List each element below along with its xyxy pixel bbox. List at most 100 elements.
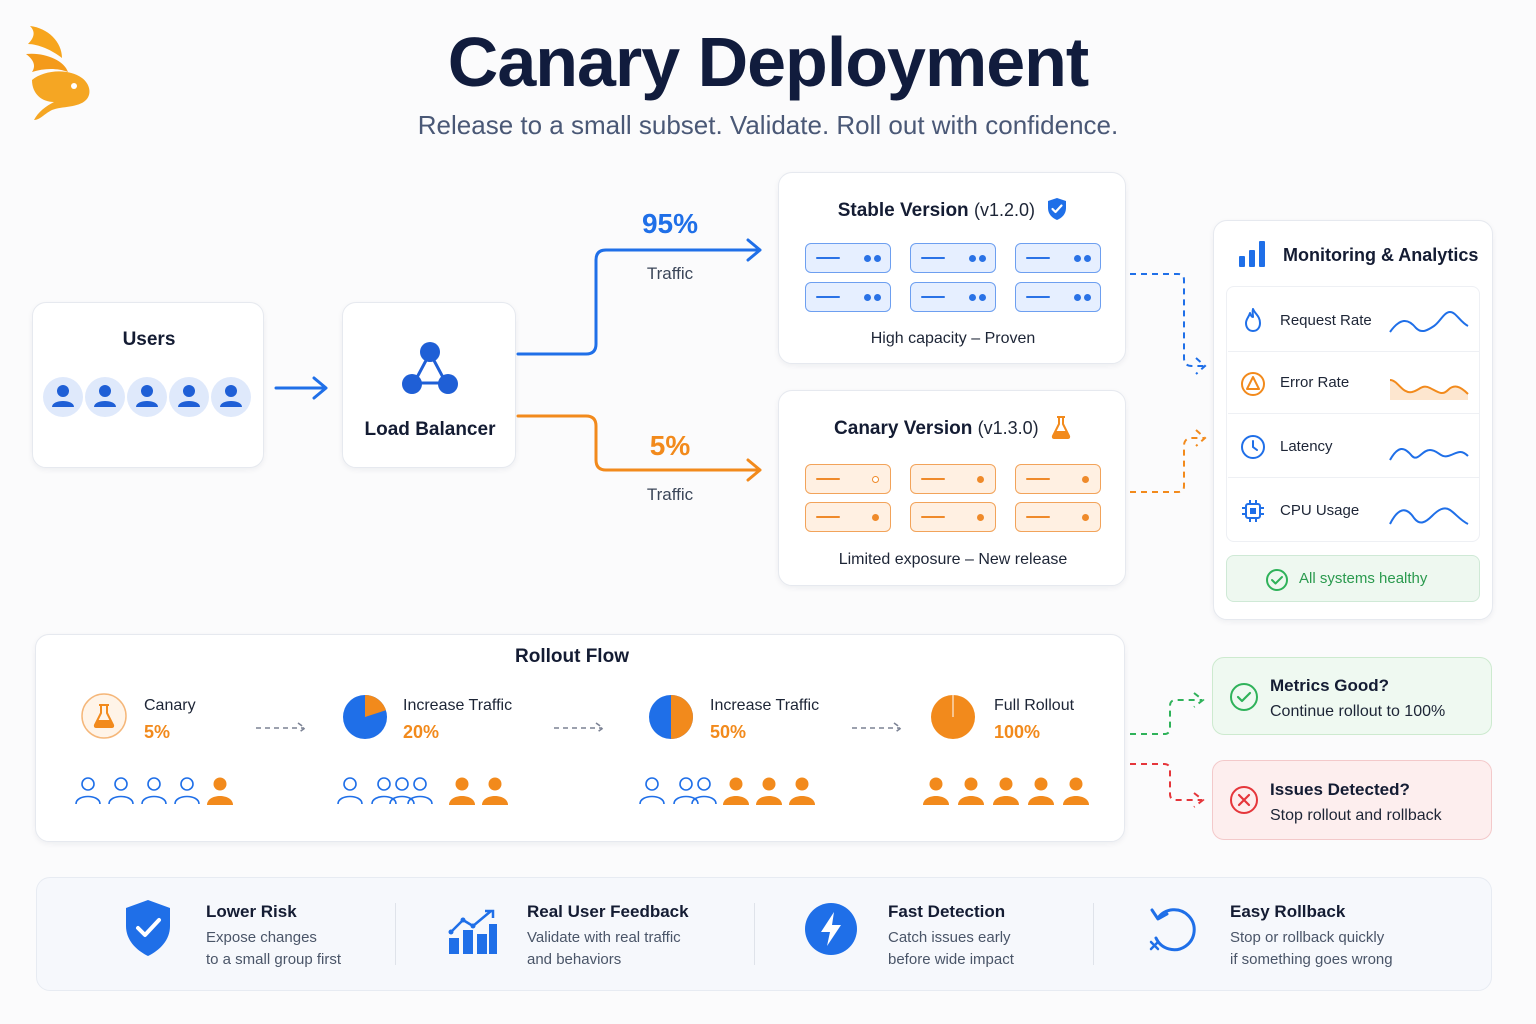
metric-name: Error Rate — [1280, 374, 1350, 391]
stage-users-100 — [923, 777, 1089, 805]
flask-icon — [1051, 416, 1071, 439]
benefits-bar — [36, 877, 1492, 991]
issues-detected-desc: Stop rollout and rollback — [1270, 807, 1442, 824]
bar-chart-icon — [1239, 241, 1265, 267]
dashed-arrow-icon — [852, 722, 903, 734]
stable-server-1 — [805, 243, 891, 273]
shield-check-icon — [126, 900, 170, 956]
canary-version-card: Canary Version (v1.3.0) Limited exposure… — [778, 390, 1126, 586]
metrics-good-card: Metrics Good? Continue rollout to 100% — [1212, 657, 1492, 735]
health-status-text: All systems healthy — [1299, 570, 1428, 587]
benefit-desc: Stop or rollback quickly if something go… — [1230, 927, 1393, 971]
stage-percent: 5% — [144, 722, 171, 742]
load-balancer-card: Load Balancer — [342, 302, 516, 468]
arrow-right-icon — [274, 376, 328, 400]
benefit-desc-line: Expose changes — [206, 929, 317, 946]
stable-version-heading: Stable Version (v1.2.0) — [779, 197, 1127, 222]
benefit-desc: Expose changes to a small group first — [206, 927, 341, 971]
stage-name: Canary — [144, 697, 196, 714]
sparkline-latency — [1389, 448, 1469, 461]
canary-server-2 — [910, 464, 996, 494]
warning-icon — [1241, 372, 1265, 396]
rollout-flow-title: Rollout Flow — [515, 646, 629, 667]
metric-latency: Latency — [1228, 416, 1480, 478]
load-balancer-icon — [402, 342, 458, 394]
dashed-arrow-icon — [256, 722, 307, 734]
canary-server-1 — [805, 464, 891, 494]
stage-pie-chart-icon — [649, 695, 693, 739]
benefit-desc-line: Catch issues early — [888, 929, 1011, 946]
divider — [1093, 903, 1094, 965]
stage-percent: 100% — [994, 722, 1041, 742]
stage-percent: 20% — [403, 722, 440, 742]
metric-request-rate: Request Rate — [1228, 290, 1480, 352]
benefit-title: Easy Rollback — [1230, 902, 1346, 921]
stable-server-2 — [910, 243, 996, 273]
load-balancer-label: Load Balancer — [364, 419, 496, 440]
stable-traffic-label: Traffic — [646, 264, 694, 283]
canary-version-number: (v1.3.0) — [977, 418, 1039, 438]
rabbit-logo-icon — [26, 26, 90, 120]
rollback-icon — [1149, 908, 1196, 952]
metric-name: Request Rate — [1280, 312, 1372, 329]
stable-version-title: Stable Version — [837, 200, 969, 221]
decision-connectors — [1130, 692, 1205, 808]
sparkline-error-rate — [1389, 379, 1469, 400]
stage-name: Increase Traffic — [403, 697, 513, 714]
stage-pie-chart-icon — [931, 695, 975, 739]
stage-name: Full Rollout — [994, 697, 1075, 714]
benefit-desc: Catch issues early before wide impact — [888, 927, 1014, 971]
growth-chart-icon — [448, 909, 497, 954]
canary-server-5 — [910, 502, 996, 532]
users-label: Users — [122, 329, 176, 350]
benefit-title: Lower Risk — [206, 902, 297, 921]
monitoring-list — [1226, 286, 1480, 542]
metric-error-rate: Error Rate — [1228, 352, 1480, 414]
flame-icon — [1245, 308, 1261, 332]
benefit-desc-line: if something goes wrong — [1230, 951, 1393, 968]
users-group-icon — [43, 377, 251, 417]
stable-traffic-percent: 95% — [641, 208, 699, 239]
metric-cpu-usage: CPU Usage — [1228, 480, 1480, 542]
clock-icon — [1241, 435, 1265, 459]
stable-caption: High capacity – Proven — [870, 330, 1036, 347]
stage-name: Increase Traffic — [710, 697, 820, 714]
metrics-good-title: Metrics Good? — [1270, 676, 1390, 695]
canary-server-4 — [805, 502, 891, 532]
stage-pie-chart-icon — [343, 695, 387, 739]
issues-detected-title: Issues Detected? — [1270, 780, 1410, 799]
monitoring-title: Monitoring & Analytics — [1283, 245, 1479, 265]
monitoring-connectors — [1130, 273, 1207, 493]
stable-server-4 — [805, 282, 891, 312]
stage-users-50 — [639, 777, 815, 805]
stage-canary-flask-icon — [81, 693, 127, 739]
sparkline-cpu-usage — [1389, 507, 1469, 525]
traffic-routes — [516, 238, 762, 482]
benefit-title: Fast Detection — [888, 902, 1006, 921]
page-subtitle: Release to a small subset. Validate. Rol… — [417, 110, 1119, 140]
canary-version-heading: Canary Version (v1.3.0) — [779, 415, 1127, 440]
issues-detected-card: Issues Detected? Stop rollout and rollba… — [1212, 760, 1492, 840]
metrics-good-desc: Continue rollout to 100% — [1270, 703, 1446, 720]
canary-traffic-label: Traffic — [646, 485, 694, 504]
stable-server-3 — [1015, 243, 1101, 273]
shield-check-icon — [1048, 198, 1067, 220]
benefit-desc-line: and behaviors — [527, 951, 622, 968]
benefit-desc: Validate with real traffic and behaviors — [527, 927, 681, 971]
canary-server-6 — [1015, 502, 1101, 532]
cpu-icon — [1242, 500, 1264, 522]
canary-traffic-percent: 5% — [649, 430, 691, 461]
lightning-icon — [805, 903, 857, 955]
stage-users-20 — [337, 777, 508, 805]
page-title: Canary Deployment — [447, 23, 1089, 101]
health-status-banner: All systems healthy — [1226, 555, 1480, 602]
check-circle-icon — [1230, 683, 1258, 711]
stage-percent: 50% — [710, 722, 747, 742]
sparkline-request-rate — [1389, 310, 1469, 333]
dashed-arrow-icon — [554, 722, 605, 734]
users-card: Users — [32, 302, 264, 468]
stable-server-6 — [1015, 282, 1101, 312]
metric-name: CPU Usage — [1280, 502, 1360, 519]
stable-server-5 — [910, 282, 996, 312]
canary-version-title: Canary Version — [834, 418, 973, 439]
